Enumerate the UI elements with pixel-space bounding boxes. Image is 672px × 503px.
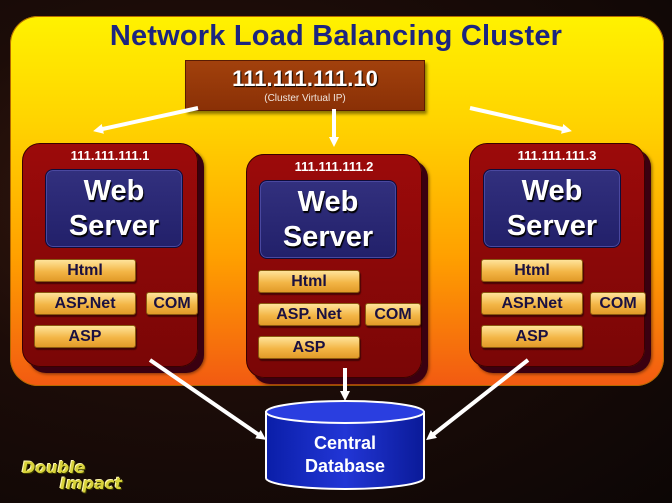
aspnet-tag: ASP.Net xyxy=(34,292,136,315)
web-server-label: Web Server xyxy=(483,169,621,248)
database-cylinder xyxy=(265,400,425,490)
com-tag: COM xyxy=(365,303,421,326)
asp-tag: ASP xyxy=(34,325,136,348)
arrow-vip-to-server-1 xyxy=(93,106,199,134)
cluster-ip-label: (Cluster Virtual IP) xyxy=(264,93,346,104)
db-line-1: Central xyxy=(313,433,376,453)
web-label: Web xyxy=(521,175,583,207)
aspnet-tag: ASP. Net xyxy=(258,303,360,326)
html-tag: Html xyxy=(258,270,360,293)
server-ip: 111.111.111.3 xyxy=(517,148,597,163)
server-label: Server xyxy=(68,210,160,242)
web-label: Web xyxy=(83,175,145,207)
web-server-label: Web Server xyxy=(259,180,397,259)
asp-tag: ASP xyxy=(481,325,583,348)
double-impact-logo: Double Impact xyxy=(20,458,130,494)
web-server-1: 111.111.111.1 Web Server Html ASP.Net CO… xyxy=(22,143,198,367)
cluster-virtual-ip-box: 111.111.111.10 (Cluster Virtual IP) xyxy=(185,60,425,111)
cluster-ip: 111.111.111.10 xyxy=(232,66,378,91)
logo-line-1: Double xyxy=(22,458,86,477)
web-label: Web xyxy=(297,186,359,218)
web-server-3: 111.111.111.3 Web Server Html ASP.Net CO… xyxy=(469,143,646,367)
server-label: Server xyxy=(282,221,374,253)
server-label: Server xyxy=(506,210,598,242)
aspnet-tag: ASP.Net xyxy=(481,292,583,315)
server-ip: 111.111.111.2 xyxy=(294,159,374,174)
db-line-2: Database xyxy=(304,456,386,476)
html-tag: Html xyxy=(34,259,136,282)
logo-line-2: Impact xyxy=(60,474,123,493)
server-ip: 111.111.111.1 xyxy=(70,148,150,163)
arrow-server-1-to-db xyxy=(148,358,267,440)
diagram-title: Network Load Balancing Cluster xyxy=(109,20,563,52)
com-tag: COM xyxy=(146,292,198,315)
central-database-label: Central Database xyxy=(264,432,426,478)
com-tag: COM xyxy=(590,292,646,315)
arrow-vip-to-server-3 xyxy=(469,106,572,134)
arrow-server-3-to-db xyxy=(426,358,530,441)
asp-tag: ASP xyxy=(258,336,360,359)
web-server-label: Web Server xyxy=(45,169,183,248)
html-tag: Html xyxy=(481,259,583,282)
web-server-2: 111.111.111.2 Web Server Html ASP. Net C… xyxy=(246,154,422,378)
